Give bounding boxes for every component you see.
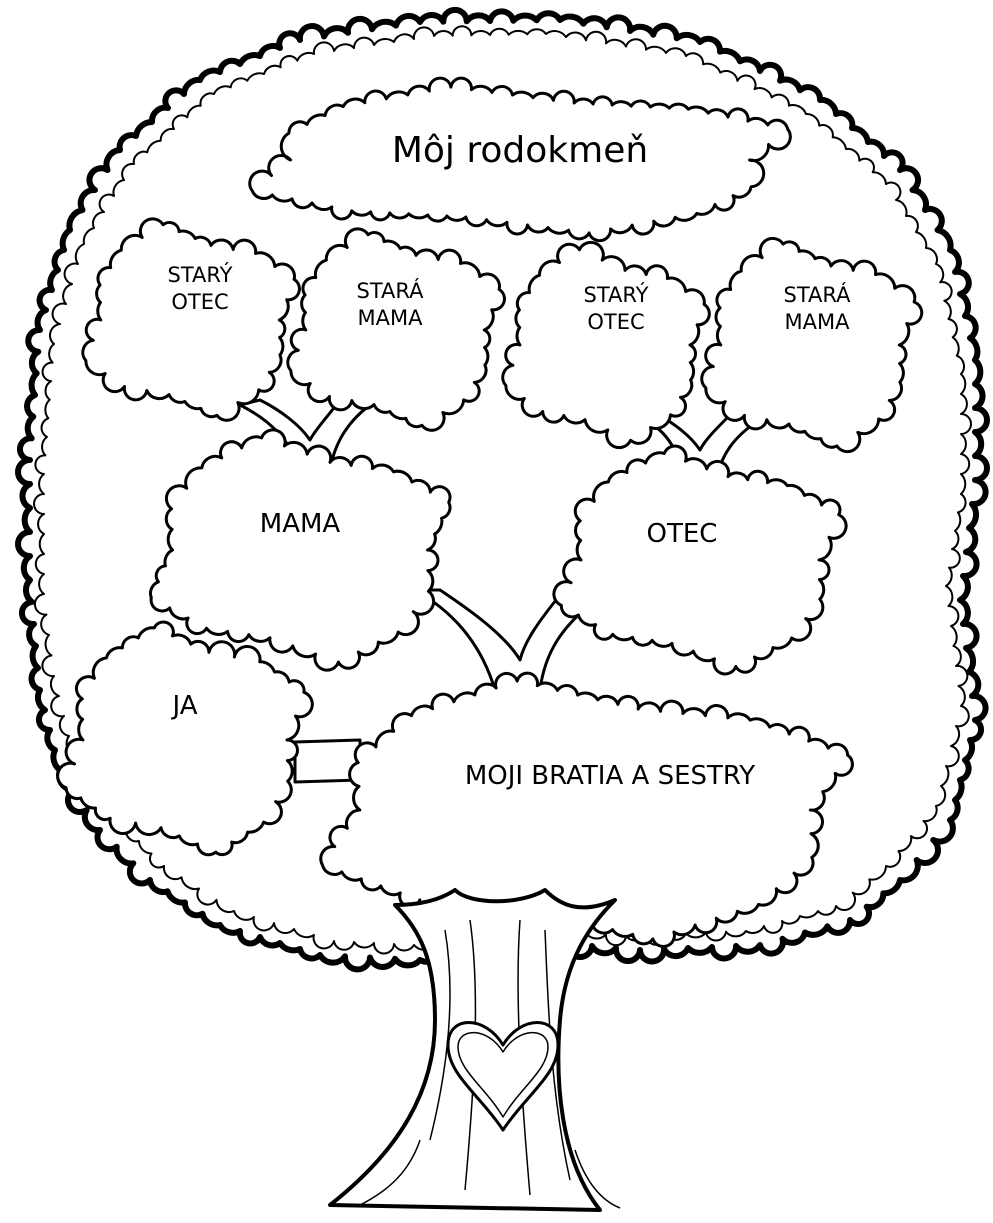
father-label: OTEC <box>612 518 752 552</box>
grandmother-right-line1: STARÁ <box>757 282 877 309</box>
mother-label: MAMA <box>230 508 370 542</box>
grandfather-right-line1: STARÝ <box>556 282 676 309</box>
grandmother-left-label: STARÁ MAMA <box>330 278 450 333</box>
grandfather-left-line1: STARÝ <box>140 262 260 289</box>
grandfather-right-label: STARÝ OTEC <box>556 282 676 337</box>
grandmother-right-line2: MAMA <box>757 309 877 336</box>
grandmother-left-line1: STARÁ <box>330 278 450 305</box>
grandmother-left-line2: MAMA <box>330 305 450 332</box>
me-label: JA <box>140 690 230 724</box>
grandfather-left-line2: OTEC <box>140 289 260 316</box>
grandfather-left-label: STARÝ OTEC <box>140 262 260 317</box>
tree-title: Môj rodokmeň <box>340 128 700 175</box>
siblings-label: MOJI BRATIA A SESTRY <box>400 760 820 794</box>
grandmother-right-label: STARÁ MAMA <box>757 282 877 337</box>
grandfather-right-line2: OTEC <box>556 309 676 336</box>
